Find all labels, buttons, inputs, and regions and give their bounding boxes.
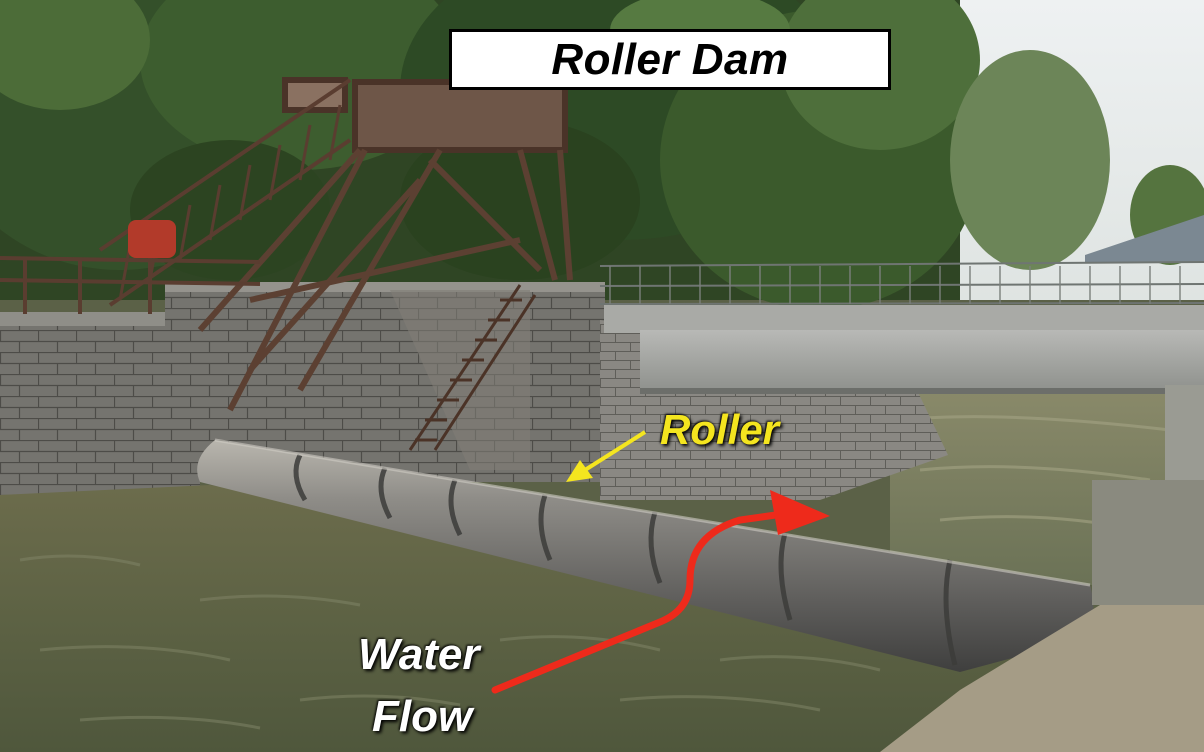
roller-arrow bbox=[566, 430, 647, 482]
steel-gantry bbox=[197, 77, 573, 412]
distant-bridge bbox=[1085, 215, 1204, 262]
flow-arrow bbox=[491, 490, 830, 694]
right-bank bbox=[880, 605, 1204, 752]
water-label: Water bbox=[358, 630, 480, 679]
left-railing bbox=[0, 256, 261, 314]
flow-label: Flow bbox=[372, 692, 473, 741]
right-stone-pillar bbox=[1092, 480, 1204, 605]
title: Roller Dam bbox=[551, 34, 789, 84]
downstream-water bbox=[0, 485, 1204, 752]
pier-stairs bbox=[408, 284, 537, 451]
roller-label: Roller bbox=[660, 406, 780, 453]
roller-cylinder bbox=[197, 438, 1094, 672]
title-box: Roller Dam bbox=[449, 29, 891, 90]
red-motor bbox=[128, 220, 176, 258]
road-bridge bbox=[599, 261, 1204, 394]
